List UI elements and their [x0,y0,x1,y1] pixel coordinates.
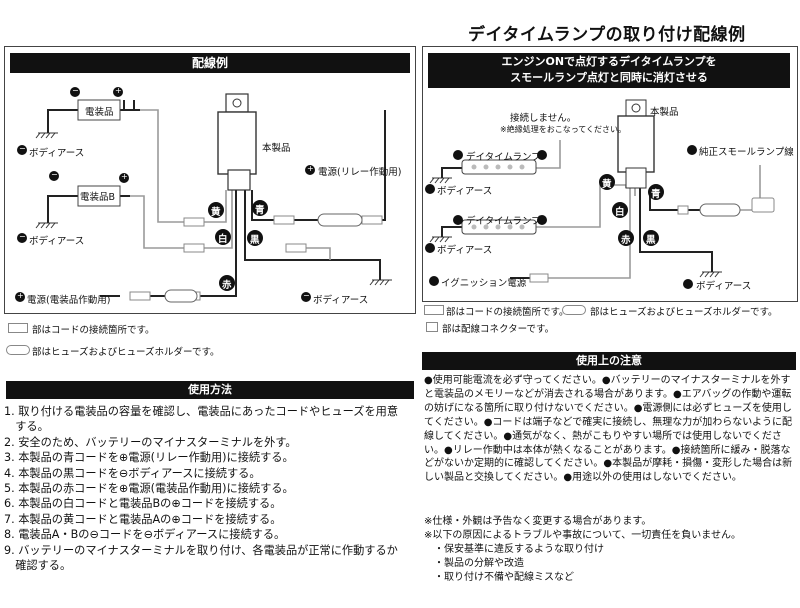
minus-sign-4: − [19,232,26,241]
disclaimer-item: ・製品の分解や改造 [434,558,524,569]
right-wire-yellow: 黄 [602,179,612,190]
plus-sign-1: + [115,86,122,95]
daytime-lamp-label-1: デイタイムランプ [466,152,541,163]
right-legend-connector-text: 部は配線コネクターです。 [442,324,555,335]
right-body-earth-label-1: ボディアース [437,186,493,197]
caution-title: 使用上の注意 [422,352,796,370]
right-diagram-title: エンジンONで点灯するデイタイムランプを スモールランプ点灯と同時に消灯させる [428,53,790,88]
wire-yellow-label: 黄 [211,207,221,218]
minus-sign-1: − [72,86,79,95]
right-legend-fuse-swatch [562,305,586,315]
usage-title: 使用方法 [6,381,414,399]
insulate-note: ※絶縁処理をおこなってください。 [500,125,627,134]
right-wire-white: 白 [615,207,625,218]
right-wire-red: 赤 [621,235,631,246]
wire-red-label: 赤 [222,280,232,291]
device-power-label: 電源(電装品作動用) [27,295,111,306]
usage-step: 6. 本製品の白コードと電装品Bの⊕コードを接続する。 [4,497,282,511]
legend-connection-text: 部はコードの接続箇所です。 [32,325,155,336]
left-diagram-title: 配線例 [10,53,410,73]
disclaimer-item: ・保安基準に違反するような取り付け [434,544,604,555]
main-title: デイタイムランプの取り付け配線例 [468,25,746,45]
usage-step: 9. バッテリーのマイナスターミナルを取り付け、各電装品が正常に作動するか [4,543,398,557]
body-earth-label-2: ボディアース [29,236,85,247]
plus-sign-4: + [17,291,24,300]
disclaimer-item: ・取り付け不備や配線ミスなど [434,572,574,583]
right-wiring-diagram [425,99,775,289]
usage-step: 5. 本製品の赤コードを⊕電源(電装品作動用)に接続する。 [4,482,294,496]
minus-sign-3: − [19,144,26,153]
ignition-power-label: イグニッション電源 [441,278,527,289]
device-a-label: 電装品 [85,107,114,118]
plus-sign-3: + [307,164,314,173]
genuine-small-lamp-label: 純正スモールランプ線 [699,147,794,158]
legend-fuse-text: 部はヒューズおよびヒューズホルダーです。 [32,347,220,358]
usage-step: する。 [4,420,49,434]
wire-white-label: 白 [218,234,228,245]
daytime-lamp-label-2: デイタイムランプ [466,216,541,227]
usage-step: 確認する。 [4,559,72,573]
spec-change-note: ※仕様・外観は予告なく変更する場合があります。 [424,516,652,527]
right-title-line-1: エンジンONで点灯するデイタイムランプを [501,55,717,68]
legend-fuse-swatch [6,345,30,355]
wire-black-label: 黒 [250,235,260,246]
caution-text: ●使用可能電流を必ず守ってください。●バッテリーのマイナスターミナルを外すと電装… [424,375,793,484]
usage-steps: 1. 取り付ける電装品の容量を確認し、電装品にあったコードやヒューズを用意 する… [4,404,414,573]
usage-step: 4. 本製品の黒コードを⊖ボディアースに接続する。 [4,466,261,480]
minus-sign-2: − [51,170,58,179]
left-wiring-diagram [15,87,392,303]
right-legend-connector-swatch [426,322,438,332]
product-label: 本製品 [262,143,291,154]
right-title-line-2: スモールランプ点灯と同時に消灯させる [510,71,708,84]
relay-power-label: 電源(リレー作動用) [318,167,402,178]
usage-step: 7. 本製品の黄コードと電装品Aの⊕コードを接続する。 [4,512,282,526]
right-product-label: 本製品 [650,107,679,118]
notes: ※仕様・外観は予告なく変更する場合があります。 ※以下の原因によるトラブルや事故… [424,515,798,585]
legend-connection-swatch [8,323,28,333]
right-legend-connection-swatch [424,305,444,315]
left-diagram-panel [4,46,416,314]
right-body-earth-label-3: ボディアース [696,281,752,292]
device-b-label: 電装品B [80,192,116,203]
right-body-earth-label-2: ボディアース [437,245,493,256]
right-legend-connection-text: 部はコードの接続箇所です。 [446,307,569,318]
body-earth-label-1: ボディアース [29,148,85,159]
plus-sign-2: + [121,172,128,181]
right-legend-fuse-text: 部はヒューズおよびヒューズホルダーです。 [590,307,778,318]
body-earth-label-3: ボディアース [313,295,369,306]
not-connected-label: 接続しません。 [510,113,577,124]
usage-step: 8. 電装品A・Bの⊖コードを⊖ボディアースに接続する。 [4,528,286,542]
right-wire-blue: 青 [651,189,661,200]
right-diagram-panel [422,46,798,302]
usage-step: 2. 安全のため、バッテリーのマイナスターミナルを外す。 [4,435,297,449]
usage-step: 1. 取り付ける電装品の容量を確認し、電装品にあったコードやヒューズを用意 [4,405,399,418]
usage-step: 3. 本製品の青コードを⊕電源(リレー作動用)に接続する。 [4,451,294,465]
wire-blue-label: 青 [255,205,265,216]
minus-sign-5: − [303,291,310,300]
disclaimer-note: ※以下の原因によるトラブルや事故について、一切責任を負いません。 [424,530,741,541]
right-wire-black: 黒 [646,235,656,246]
